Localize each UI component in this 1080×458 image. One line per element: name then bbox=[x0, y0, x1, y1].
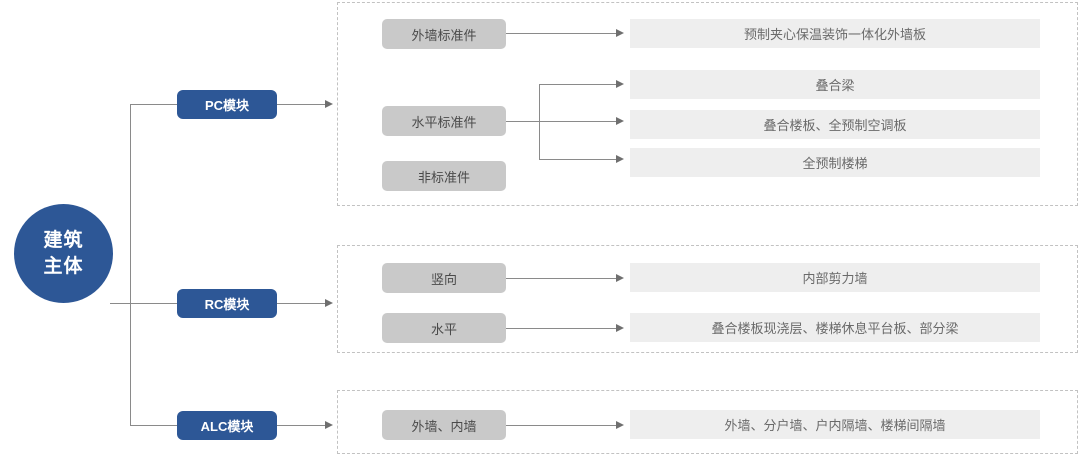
category-label-rc-horizontal: 水平 bbox=[430, 321, 457, 337]
connector-trunk-to-pc bbox=[130, 104, 178, 105]
module-pill-rc-label: RC模块 bbox=[204, 297, 250, 312]
detail-label-precast-sandwich-panel: 预制夹心保温装饰一体化外墙板 bbox=[743, 27, 926, 42]
category-label-rc-vertical: 竖向 bbox=[430, 271, 457, 287]
connector-pc-horizontal-branch-vertical bbox=[539, 84, 540, 159]
module-pill-pc-label: PC模块 bbox=[204, 98, 250, 113]
connector-alc-walls-to-detail bbox=[506, 425, 616, 426]
category-box-rc-vertical[interactable]: 竖向 bbox=[382, 263, 506, 293]
connector-alc-to-group bbox=[277, 425, 325, 426]
detail-box-cast-in-situ-layer[interactable]: 叠合楼板现浇层、楼梯休息平台板、部分梁 bbox=[630, 313, 1040, 342]
category-label-alc-walls: 外墙、内墙 bbox=[411, 418, 477, 434]
category-label-pc-nonstandard: 非标准件 bbox=[417, 169, 470, 185]
detail-box-precast-sandwich-panel[interactable]: 预制夹心保温装饰一体化外墙板 bbox=[630, 19, 1040, 48]
arrow-head-pc-group-icon bbox=[325, 100, 333, 108]
connector-rc-vertical-to-detail bbox=[506, 278, 616, 279]
arrow-head-alc-walls-detail-icon bbox=[616, 421, 624, 429]
detail-box-precast-stair[interactable]: 全预制楼梯 bbox=[630, 148, 1040, 177]
connector-trunk-to-alc bbox=[130, 425, 178, 426]
connector-pc-horizontal-to-detail4 bbox=[539, 159, 616, 160]
arrow-head-rc-group-icon bbox=[325, 299, 333, 307]
root-node-label-line1: 建筑 bbox=[43, 229, 84, 251]
arrow-head-pc-detail2-icon bbox=[616, 80, 624, 88]
category-box-pc-exterior-wall[interactable]: 外墙标准件 bbox=[382, 19, 506, 49]
category-label-pc-horizontal: 水平标准件 bbox=[411, 114, 477, 130]
detail-box-internal-shear-wall[interactable]: 内部剪力墙 bbox=[630, 263, 1040, 292]
detail-label-composite-slab: 叠合楼板、全预制空调板 bbox=[763, 118, 907, 133]
root-node-building-main: 建筑 主体 bbox=[14, 204, 113, 303]
connector-pc-horizontal-to-detail2 bbox=[539, 84, 616, 85]
arrow-head-rc-vertical-detail-icon bbox=[616, 274, 624, 282]
category-box-alc-walls[interactable]: 外墙、内墙 bbox=[382, 410, 506, 440]
category-label-pc-exterior-wall: 外墙标准件 bbox=[411, 27, 477, 43]
connector-pc-horizontal-stem bbox=[506, 121, 616, 122]
detail-label-alc-wall-types: 外墙、分户墙、户内隔墙、楼梯间隔墙 bbox=[724, 418, 946, 433]
category-box-pc-nonstandard[interactable]: 非标准件 bbox=[382, 161, 506, 191]
detail-label-cast-in-situ-layer: 叠合楼板现浇层、楼梯休息平台板、部分梁 bbox=[711, 321, 959, 336]
detail-label-precast-stair: 全预制楼梯 bbox=[802, 156, 868, 171]
root-node-label-line2: 主体 bbox=[43, 255, 84, 277]
arrow-head-rc-horizontal-detail-icon bbox=[616, 324, 624, 332]
connector-rc-to-group bbox=[277, 303, 325, 304]
module-pill-alc[interactable]: ALC模块 bbox=[177, 411, 277, 440]
group-container-pc bbox=[337, 2, 1078, 206]
module-pill-alc-label: ALC模块 bbox=[200, 419, 254, 434]
arrow-head-pc-detail4-icon bbox=[616, 155, 624, 163]
connector-trunk-vertical bbox=[130, 104, 131, 425]
detail-label-internal-shear-wall: 内部剪力墙 bbox=[802, 271, 868, 286]
detail-label-composite-beam: 叠合梁 bbox=[815, 78, 855, 93]
connector-pc-exterior-to-detail bbox=[506, 33, 616, 34]
category-box-rc-horizontal[interactable]: 水平 bbox=[382, 313, 506, 343]
detail-box-composite-slab[interactable]: 叠合楼板、全预制空调板 bbox=[630, 110, 1040, 139]
connector-trunk-to-rc bbox=[130, 303, 178, 304]
arrow-head-pc-detail3-icon bbox=[616, 117, 624, 125]
detail-box-composite-beam[interactable]: 叠合梁 bbox=[630, 70, 1040, 99]
category-box-pc-horizontal[interactable]: 水平标准件 bbox=[382, 106, 506, 136]
group-container-rc bbox=[337, 245, 1078, 353]
connector-root-to-trunk bbox=[110, 303, 131, 304]
module-pill-pc[interactable]: PC模块 bbox=[177, 90, 277, 119]
connector-rc-horizontal-to-detail bbox=[506, 328, 616, 329]
detail-box-alc-wall-types[interactable]: 外墙、分户墙、户内隔墙、楼梯间隔墙 bbox=[630, 410, 1040, 439]
group-container-alc bbox=[337, 390, 1078, 454]
arrow-head-alc-group-icon bbox=[325, 421, 333, 429]
module-pill-rc[interactable]: RC模块 bbox=[177, 289, 277, 318]
connector-pc-to-group bbox=[277, 104, 325, 105]
arrow-head-pc-exterior-detail-icon bbox=[616, 29, 624, 37]
